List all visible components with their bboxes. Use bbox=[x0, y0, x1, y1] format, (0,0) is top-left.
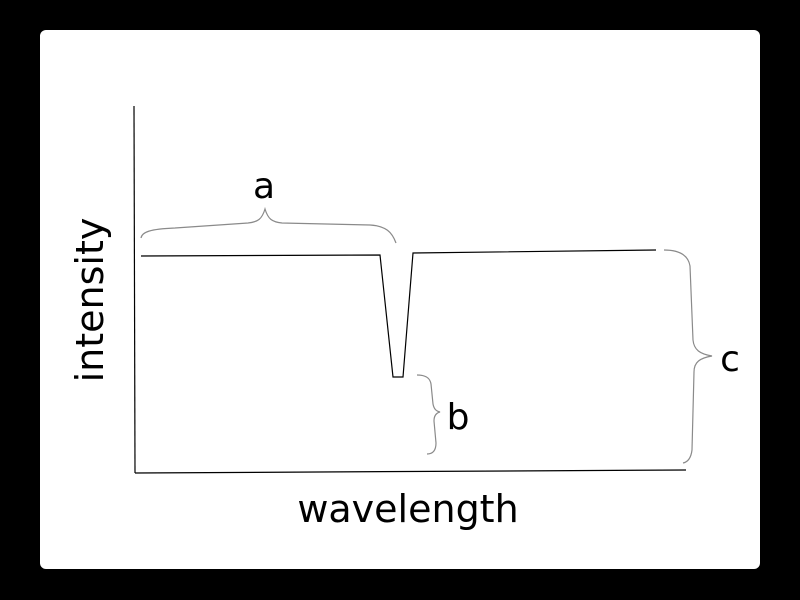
diagram-canvas bbox=[40, 30, 760, 569]
brace-c bbox=[663, 249, 713, 464]
spectrum-line bbox=[140, 249, 657, 378]
label-c: c bbox=[720, 339, 740, 380]
label-b: b bbox=[447, 397, 470, 438]
brace-b bbox=[416, 374, 441, 455]
x-axis-label: wavelength bbox=[297, 487, 518, 531]
x-axis bbox=[134, 469, 687, 474]
brace-a bbox=[140, 206, 397, 244]
y-axis-label: intensity bbox=[68, 218, 112, 383]
y-axis bbox=[133, 105, 136, 474]
label-a: a bbox=[253, 166, 275, 207]
